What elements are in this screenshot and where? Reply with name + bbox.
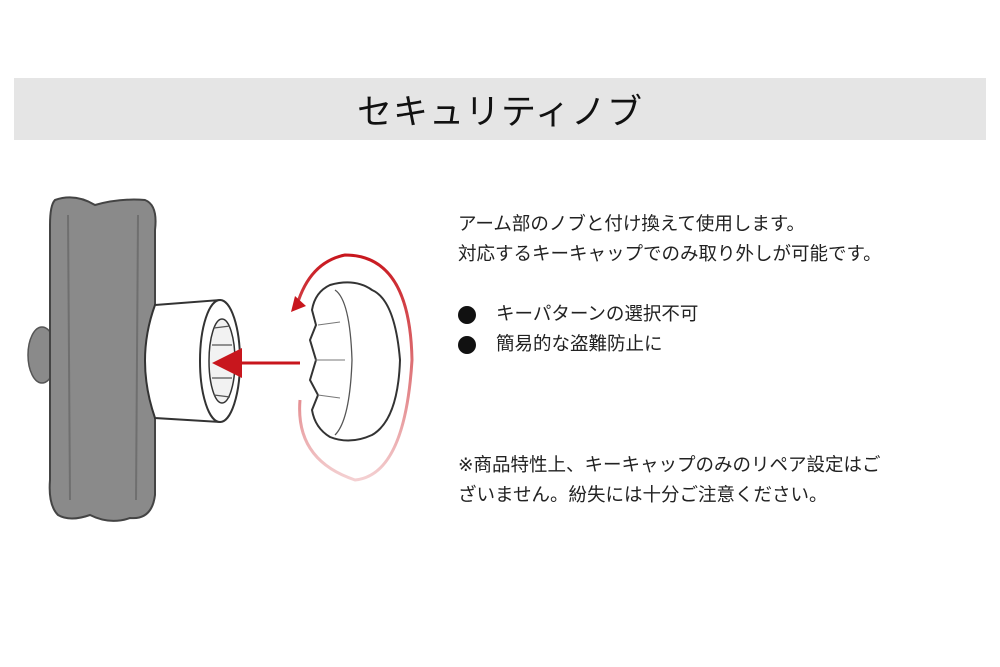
- arm-plate: [48, 196, 157, 522]
- bullet-icon: [458, 306, 476, 324]
- security-knob-illustration: [27, 196, 414, 522]
- intro-line: 対応するキーキャップでのみ取り外しが可能です。: [458, 244, 882, 265]
- note-line: ※商品特性上、キーキャップのみのリペア設定はご: [458, 455, 881, 476]
- feature-label: 簡易的な盗難防止に: [496, 334, 663, 355]
- page-title: セキュリティノブ: [357, 92, 643, 133]
- list-item: 簡易的な盗難防止に: [458, 330, 698, 360]
- intro-line: アーム部のノブと付け換えて使用します。: [458, 214, 806, 235]
- rotate-arrow: [295, 253, 414, 482]
- caution-note: ※商品特性上、キーキャップのみのリペア設定はご ざいません。紛失には十分ご注意く…: [458, 451, 881, 511]
- intro-text: アーム部のノブと付け換えて使用します。 対応するキーキャップでのみ取り外しが可能…: [458, 210, 882, 270]
- bullet-icon: [458, 336, 476, 354]
- list-item: キーパターンの選択不可: [458, 300, 698, 330]
- feature-label: キーパターンの選択不可: [496, 304, 699, 325]
- note-line: ざいません。紛失には十分ご注意ください。: [458, 485, 828, 506]
- security-knob: [308, 281, 402, 442]
- rotate-arrowhead-icon: [291, 296, 306, 312]
- feature-list: キーパターンの選択不可 簡易的な盗難防止に: [458, 300, 698, 360]
- title-bar: セキュリティノブ: [14, 78, 986, 140]
